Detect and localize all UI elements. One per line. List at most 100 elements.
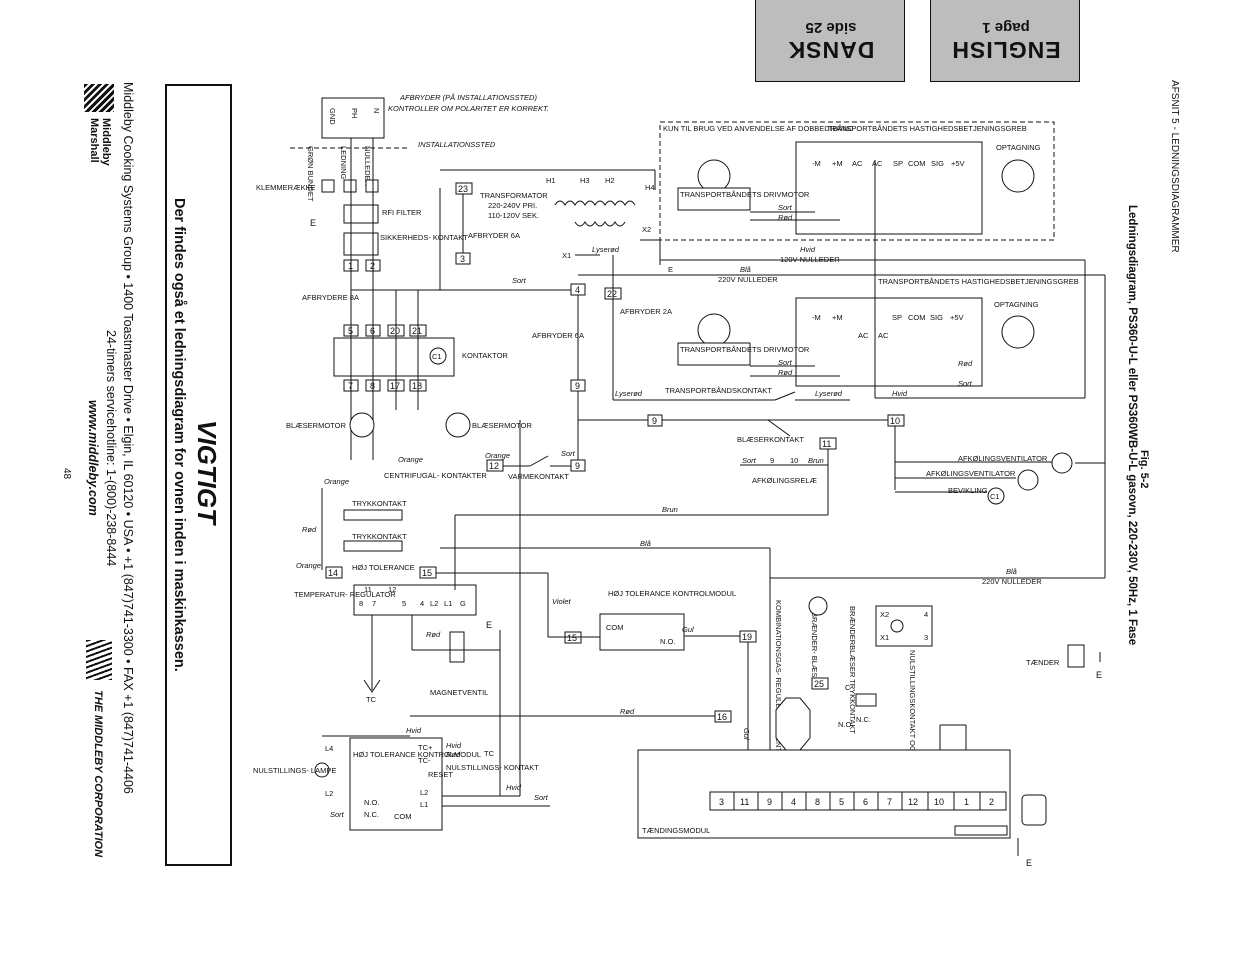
- fan-switch: [767, 419, 791, 437]
- terminal-block-2: [365, 179, 379, 193]
- x2-label-2: X2: [880, 610, 889, 619]
- middleby-logo-icon: [84, 84, 114, 112]
- lyserod-label-2: Lyserød: [615, 389, 643, 398]
- terminal-9b: 9: [647, 414, 663, 427]
- rod-label-6: Rød: [620, 707, 635, 716]
- term-ac-2b: AC: [878, 331, 889, 340]
- reset-label: RESET: [428, 770, 453, 779]
- primary-winding: [554, 200, 636, 206]
- tr-g: G: [460, 599, 466, 608]
- drive-motor-2: [697, 313, 731, 347]
- tc-label-2: TC: [484, 749, 495, 758]
- sort-label-7: Sort: [534, 793, 549, 802]
- ground-e-3: E: [486, 620, 492, 630]
- drive-motor-label-box-2: [677, 342, 751, 366]
- igniter: [1067, 644, 1085, 668]
- ground-e-1: E: [310, 218, 316, 228]
- tr-5: 5: [402, 599, 406, 608]
- trafo-pri-label: 220-240V PRI.: [488, 201, 537, 210]
- term-com-2: COM: [908, 313, 926, 322]
- blower-pressure-switch: [855, 693, 877, 707]
- svg-text:11: 11: [740, 797, 749, 807]
- hvid-label-4: Hvid: [406, 726, 422, 735]
- tr-4: 4: [420, 599, 424, 608]
- drive-motor-label-box-1: [677, 187, 751, 211]
- trykkontakt-label-2: TRYKKONTAKT: [352, 532, 407, 541]
- bevikling-cap: [987, 487, 1005, 505]
- svg-text:1: 1: [964, 797, 969, 807]
- installationssted-label: INSTALLATIONSSTED: [418, 140, 496, 149]
- svg-text:4: 4: [575, 285, 580, 295]
- no-label-2: N.O.: [364, 798, 379, 807]
- rod-label-3: Rød: [958, 359, 973, 368]
- l1-label: L1: [420, 800, 428, 809]
- nc-label-3: N.C.: [856, 715, 871, 724]
- c1-label: C1: [432, 352, 442, 361]
- reset-indicator-lamp: [890, 619, 904, 633]
- l2-label: L2: [420, 788, 428, 797]
- sort-label-5: Sort: [742, 456, 757, 465]
- tab-english[interactable]: ENGLISH page 1: [930, 0, 1080, 82]
- svg-text:20: 20: [390, 326, 400, 336]
- temperaturregulator-label: TEMPERATUR- REGULATOR: [294, 590, 396, 599]
- nulleder-220-label-2: 220V NULLEDER: [982, 577, 1042, 586]
- terminal-14: 14: [325, 566, 343, 579]
- x2-label: X2: [642, 225, 651, 234]
- svg-text:11: 11: [822, 439, 831, 449]
- rfi-filter: [343, 204, 379, 224]
- installation-disconnect: [321, 97, 385, 139]
- optagning-label-1: OPTAGNING: [996, 143, 1041, 152]
- polarity-label: KONTROLLER OM POLARITET ER KORREKT.: [388, 104, 549, 113]
- no-label-3: N.O.: [838, 720, 853, 729]
- taendingsmodul-label: TÆNDINGSMODUL: [642, 826, 710, 835]
- sort-label-4: Sort: [958, 379, 973, 388]
- term-m-2: -M: [812, 313, 821, 322]
- magnetventil-label: MAGNETVENTIL: [430, 688, 488, 697]
- tr-8: 8: [359, 599, 363, 608]
- afbryder-6a-label-1: AFBRYDER 6A: [468, 231, 520, 240]
- h3-label: H3: [580, 176, 590, 185]
- term-sig-1: SIG: [931, 159, 944, 168]
- brun-label-2: Brun: [662, 505, 678, 514]
- relay-10: 10: [790, 456, 798, 465]
- hl-com: COM: [606, 623, 624, 632]
- svg-text:10: 10: [934, 797, 944, 807]
- svg-text:4: 4: [791, 797, 796, 807]
- term-p-1: +M: [832, 159, 843, 168]
- blower-motor-1: [349, 412, 375, 438]
- term-m-1: -M: [812, 159, 821, 168]
- orange-label-4: Orange: [296, 561, 321, 570]
- rod-label-1: Rød: [778, 213, 793, 222]
- terminal-9c: 9: [570, 459, 586, 472]
- dual-belt-box: [659, 121, 1055, 241]
- x1-label-2: X1: [880, 633, 889, 642]
- term-ac-1b: AC: [872, 159, 883, 168]
- pickup-1: [1001, 159, 1035, 193]
- reset-lamp: [314, 762, 330, 778]
- terminal-block-1: [343, 179, 357, 193]
- cooling-fan-1: [1051, 452, 1073, 474]
- afbrydere-8a-label: AFBRYDERE 8A: [302, 293, 359, 302]
- nc-label-2: N.C.: [364, 810, 379, 819]
- sort-label-8: Sort: [330, 810, 345, 819]
- drivmotor-label-2: TRANSPORTBÅNDETS DRIVMOTOR: [680, 345, 810, 354]
- terminal-19: 19: [739, 630, 757, 643]
- terminal-12: 12: [486, 459, 504, 472]
- x1-label: X1: [562, 251, 571, 260]
- rod-label-5: Rød: [426, 630, 441, 639]
- terminal-4: 4: [570, 283, 586, 296]
- hvid-label-5: Hvid: [506, 783, 522, 792]
- svg-text:9: 9: [575, 381, 580, 391]
- h4-label: H4: [645, 183, 655, 192]
- tab-dansk[interactable]: DANSK side 25: [755, 0, 905, 82]
- high-limit-module-2: [349, 737, 443, 831]
- sort-label-1: Sort: [512, 276, 527, 285]
- svg-text:19: 19: [742, 632, 752, 642]
- burner-blower: [808, 596, 828, 616]
- terminal-23: 23: [455, 182, 473, 195]
- optagning-label-2: OPTAGNING: [994, 300, 1039, 309]
- l4-label: L4: [325, 744, 333, 753]
- term-sp-2: SP: [892, 313, 902, 322]
- kun-til-brug-label: KUN TIL BRUG VED ANVENDELSE AF DOBBELTBÅ…: [663, 124, 854, 133]
